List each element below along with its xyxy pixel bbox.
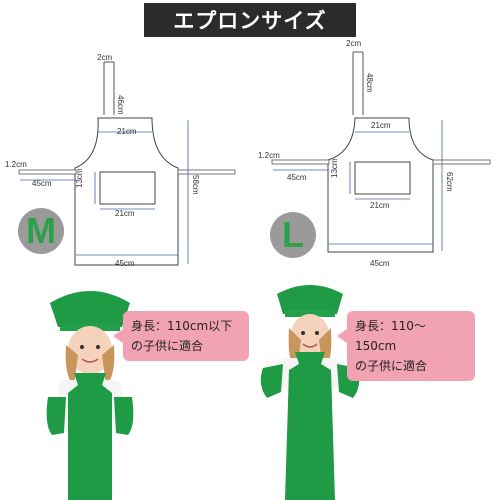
callout-l: 身長：110～150cm の子供に適合	[337, 311, 475, 381]
callout-m-line2: の子供に適合	[131, 339, 204, 353]
l-top-width-label: 21cm	[371, 121, 391, 130]
page-title: エプロンサイズ	[144, 3, 356, 37]
l-tie-length-label: 45cm	[287, 173, 307, 182]
m-pocket-width-label: 21cm	[115, 209, 135, 218]
l-tie-width-label: 1.2cm	[258, 151, 280, 160]
l-bottom-width-label: 45cm	[370, 259, 390, 268]
l-length-label: 62cm	[445, 172, 454, 192]
apron-diagram-l: 2cm 48cm 21cm 1.2cm 45cm 13cm 21cm 62cm …	[258, 39, 491, 268]
callout-l-line1: 身長：110～150cm	[355, 319, 426, 353]
callout-m-line1: 身長：110cm以下	[131, 319, 233, 333]
l-strap-width-label: 2cm	[346, 39, 361, 48]
m-strap-width-label: 2cm	[97, 53, 112, 62]
l-pocket-width-label: 21cm	[370, 201, 390, 210]
m-tie-width-label: 1.2cm	[5, 160, 27, 169]
m-length-label: 58cm	[191, 175, 200, 195]
child-photo-m	[46, 291, 134, 500]
apron-diagram-m: 2cm 46cm 21cm 1.2cm 45cm 13cm 21cm 58cm …	[5, 53, 236, 268]
child-photo-l	[260, 285, 360, 500]
l-strap-length-label: 48cm	[365, 73, 374, 93]
l-pocket-height-label: 13cm	[330, 158, 339, 178]
m-tie-length-label: 45cm	[32, 179, 52, 188]
m-pocket-height-label: 13cm	[75, 168, 84, 188]
m-strap-length-label: 46cm	[116, 95, 125, 115]
callout-m: 身長：110cm以下 の子供に適合	[113, 311, 249, 361]
size-badge-m: M	[18, 208, 64, 254]
apron-size-diagram: 2cm 46cm 21cm 1.2cm 45cm 13cm 21cm 58cm …	[5, 39, 491, 268]
callout-l-line2: の子供に適合	[355, 359, 428, 373]
size-badge-l: L	[270, 212, 316, 258]
m-top-width-label: 21cm	[117, 127, 137, 136]
m-bottom-width-label: 45cm	[115, 259, 135, 268]
